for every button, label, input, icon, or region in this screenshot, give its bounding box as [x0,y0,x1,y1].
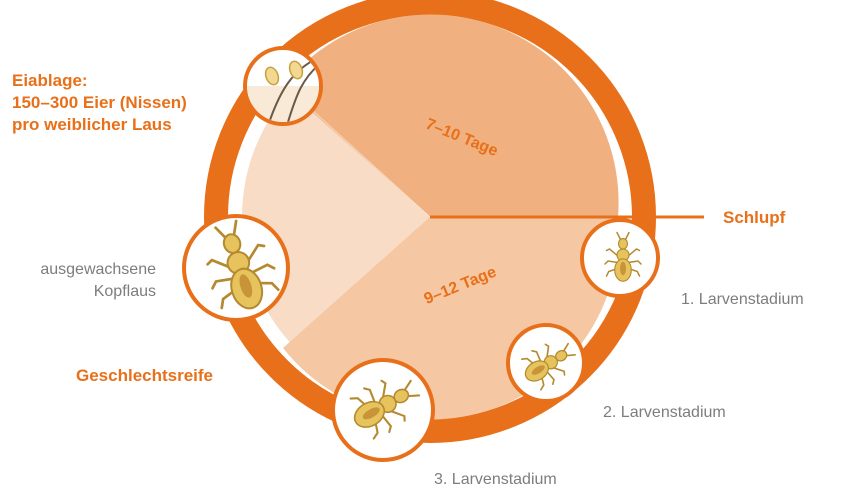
adult-label: ausgewachsene Kopflaus [40,259,156,303]
larva1-label: 1. Larvenstadium [681,289,804,311]
egg-laying-title: Eiablage: [12,70,187,92]
egg-laying-note: pro weiblicher Laus [12,114,187,136]
adult-label-line1: ausgewachsene [40,259,156,281]
maturity-label: Geschlechtsreife [76,365,213,387]
egg-laying-count: 150–300 Eier (Nissen) [12,92,187,114]
hatching-label: Schlupf [723,207,785,229]
larva2-label: 2. Larvenstadium [603,402,726,424]
larva3-label: 3. Larvenstadium [434,469,557,491]
egg-laying-label: Eiablage: 150–300 Eier (Nissen) pro weib… [12,70,187,136]
larva2-icon [508,325,584,401]
larva1-icon [582,220,658,296]
adult-louse-icon [184,214,288,320]
larva3-icon [333,360,433,460]
adult-label-line2: Kopflaus [40,281,156,303]
